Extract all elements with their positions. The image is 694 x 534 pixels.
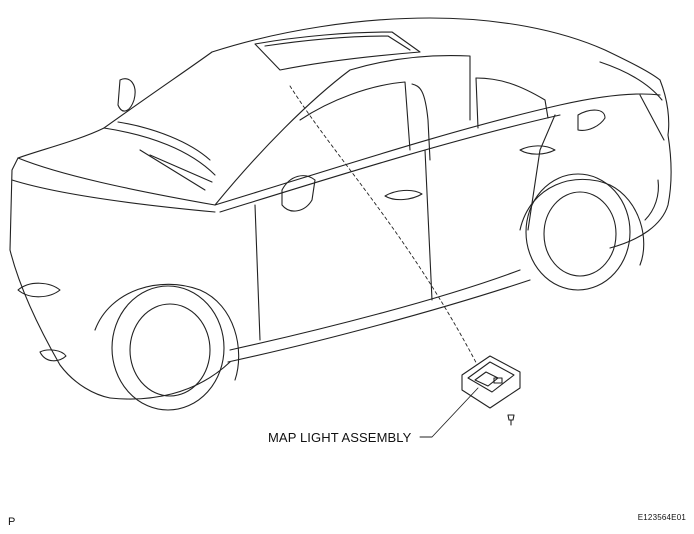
windshield bbox=[103, 121, 216, 191]
doors bbox=[254, 109, 606, 341]
front-lamps bbox=[17, 282, 67, 362]
sunroof bbox=[254, 31, 421, 71]
screw-icon bbox=[507, 414, 515, 426]
front-wheel bbox=[94, 283, 240, 411]
callout-leader-line bbox=[419, 387, 479, 438]
figure-code: E123564E01 bbox=[637, 513, 686, 522]
corner-letter: P bbox=[8, 516, 16, 528]
rear-wheel bbox=[519, 173, 645, 291]
callout-label-map-light-assembly: MAP LIGHT ASSEMBLY bbox=[268, 430, 412, 445]
leader-dashed-line bbox=[289, 85, 496, 401]
side-windows bbox=[214, 54, 549, 206]
car-body-outline bbox=[9, 17, 672, 400]
side-mirrors bbox=[117, 78, 316, 212]
map-light-assembly-part bbox=[461, 355, 521, 409]
